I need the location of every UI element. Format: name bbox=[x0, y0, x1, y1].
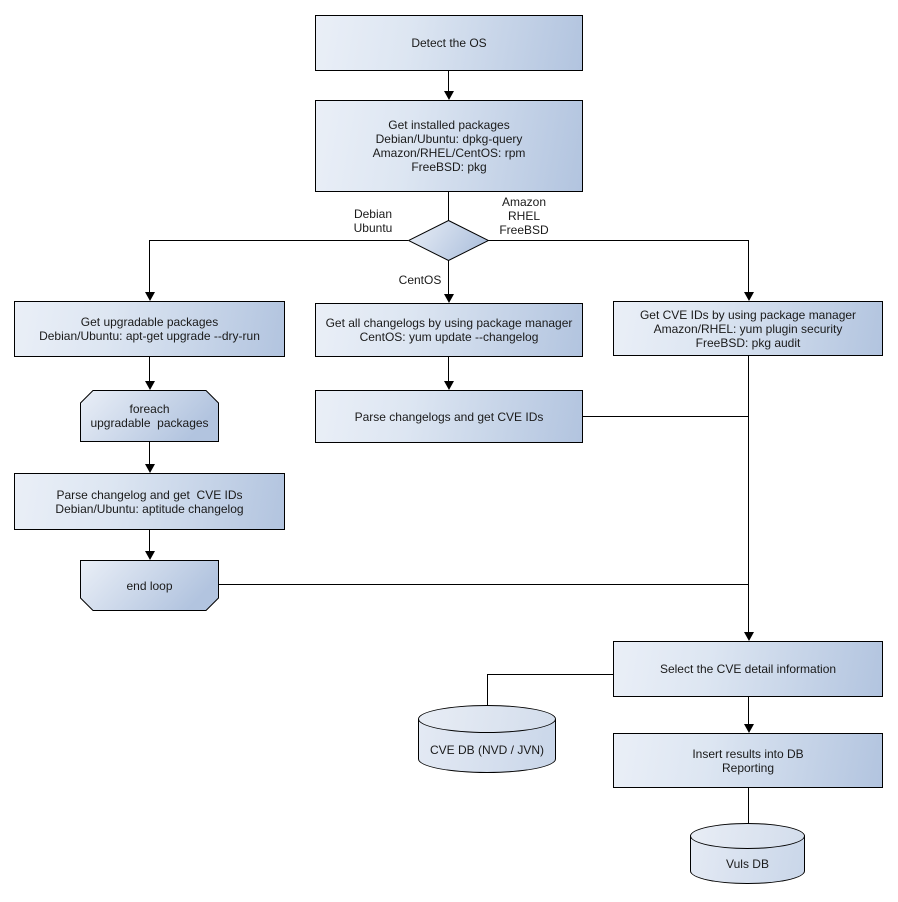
arrowhead-installed bbox=[443, 91, 454, 100]
node-detect-os: Detect the OS bbox=[315, 15, 583, 71]
node-get-installed-packages: Get installed packages Debian/Ubuntu: dp… bbox=[315, 100, 583, 192]
db-cve: CVE DB (NVD / JVN) bbox=[418, 705, 556, 773]
arrowhead-selectcve bbox=[743, 632, 754, 641]
connector-decision-centos-down bbox=[448, 260, 449, 295]
arrowhead-insertresults bbox=[743, 724, 754, 733]
connector-decision-right-horizontal bbox=[488, 240, 748, 241]
branch-label-amazon: Amazon RHEL FreeBSD bbox=[489, 195, 559, 237]
db-cve-top-ellipse bbox=[418, 705, 556, 733]
node-detect-os-label: Detect the OS bbox=[411, 36, 487, 50]
loop-end: end loop bbox=[80, 560, 219, 611]
branch-label-debian: Debian Ubuntu bbox=[343, 207, 403, 235]
db-vuls-top-ellipse bbox=[690, 823, 805, 849]
arrowhead-parsechangelog bbox=[144, 464, 155, 473]
branch-label-amazon-text: Amazon RHEL FreeBSD bbox=[499, 195, 549, 237]
node-parse-changelog-debian: Parse changelog and get CVE IDs Debian/U… bbox=[14, 473, 285, 530]
connector-foreach-to-parse bbox=[149, 441, 150, 465]
connector-cvedb-vertical bbox=[487, 674, 488, 705]
connector-detect-to-installed bbox=[448, 71, 449, 92]
connector-decision-right-down bbox=[748, 240, 749, 293]
connector-trunk-to-select bbox=[748, 356, 749, 633]
arrowhead-upgradable bbox=[144, 292, 155, 301]
connector-upgradable-to-foreach bbox=[149, 357, 150, 382]
node-get-all-changelogs-label: Get all changelogs by using package mana… bbox=[325, 316, 573, 344]
connector-endloop-to-trunk bbox=[218, 584, 748, 585]
connector-decision-left-down bbox=[149, 240, 150, 293]
loop-end-label: end loop bbox=[126, 578, 173, 593]
branch-label-centos-text: CentOS bbox=[398, 273, 442, 287]
node-insert-results-label: Insert results into DB Reporting bbox=[692, 746, 804, 775]
loop-foreach: foreach upgradable packages bbox=[80, 390, 219, 442]
node-get-all-changelogs: Get all changelogs by using package mana… bbox=[315, 303, 583, 357]
connector-insert-to-vulsdb bbox=[748, 788, 749, 824]
connector-cvedb-to-select bbox=[487, 674, 613, 675]
loop-foreach-label: foreach upgradable packages bbox=[90, 402, 209, 430]
arrowhead-parsechangelogs bbox=[443, 381, 454, 390]
arrowhead-allchangelogs bbox=[443, 294, 454, 303]
connector-decision-left-horizontal bbox=[149, 240, 408, 241]
node-get-upgradable-packages: Get upgradable packages Debian/Ubuntu: a… bbox=[14, 301, 285, 357]
branch-label-debian-text: Debian Ubuntu bbox=[353, 207, 393, 235]
node-get-cve-ids-label: Get CVE IDs by using package manager Ama… bbox=[639, 307, 857, 350]
node-get-installed-packages-label: Get installed packages Debian/Ubuntu: dp… bbox=[372, 118, 526, 174]
node-parse-changelog-debian-label: Parse changelog and get CVE IDs Debian/U… bbox=[55, 487, 244, 516]
connector-parsechangelogs-to-trunk bbox=[583, 416, 748, 417]
db-vuls-label: Vuls DB bbox=[726, 856, 769, 871]
connector-installed-to-decision bbox=[448, 192, 449, 221]
node-insert-results: Insert results into DB Reporting bbox=[613, 733, 883, 788]
arrowhead-getcveids bbox=[743, 292, 754, 301]
node-parse-changelogs-centos-label: Parse changelogs and get CVE IDs bbox=[354, 409, 544, 424]
loop-foreach-shape bbox=[80, 390, 219, 442]
db-cve-label: CVE DB (NVD / JVN) bbox=[429, 743, 544, 757]
arrowhead-foreach bbox=[144, 381, 155, 390]
connector-select-to-insert bbox=[748, 697, 749, 725]
decision-os-diamond bbox=[408, 220, 489, 261]
node-select-cve-detail-label: Select the CVE detail information bbox=[659, 662, 837, 676]
connector-changelogs-to-parse bbox=[448, 357, 449, 382]
arrowhead-endloop bbox=[144, 551, 155, 560]
node-select-cve-detail: Select the CVE detail information bbox=[613, 641, 883, 697]
branch-label-centos: CentOS bbox=[392, 273, 448, 287]
node-parse-changelogs-centos: Parse changelogs and get CVE IDs bbox=[315, 390, 583, 443]
node-get-cve-ids: Get CVE IDs by using package manager Ama… bbox=[613, 301, 883, 356]
db-vuls: Vuls DB bbox=[690, 823, 805, 884]
node-get-upgradable-packages-label: Get upgradable packages Debian/Ubuntu: a… bbox=[39, 315, 260, 343]
connector-parse-to-endloop bbox=[149, 530, 150, 552]
loop-end-shape bbox=[80, 560, 219, 611]
